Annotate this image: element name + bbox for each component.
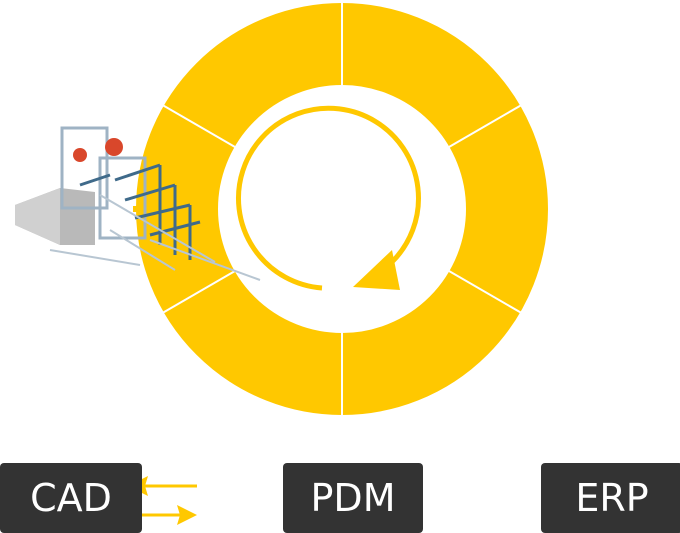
erp-label: ERP: [575, 476, 649, 520]
ring-dividers: [158, 0, 526, 418]
cad-box: CAD: [0, 463, 142, 533]
cycle-arrow-icon: [235, 105, 421, 291]
cycle-ring: [136, 0, 548, 418]
plant-machinery-icon: [15, 126, 261, 281]
pdm-label: PDM: [310, 476, 396, 520]
erp-box: ERP: [541, 463, 680, 533]
cad-label: CAD: [30, 476, 112, 520]
pdm-box: PDM: [283, 463, 423, 533]
